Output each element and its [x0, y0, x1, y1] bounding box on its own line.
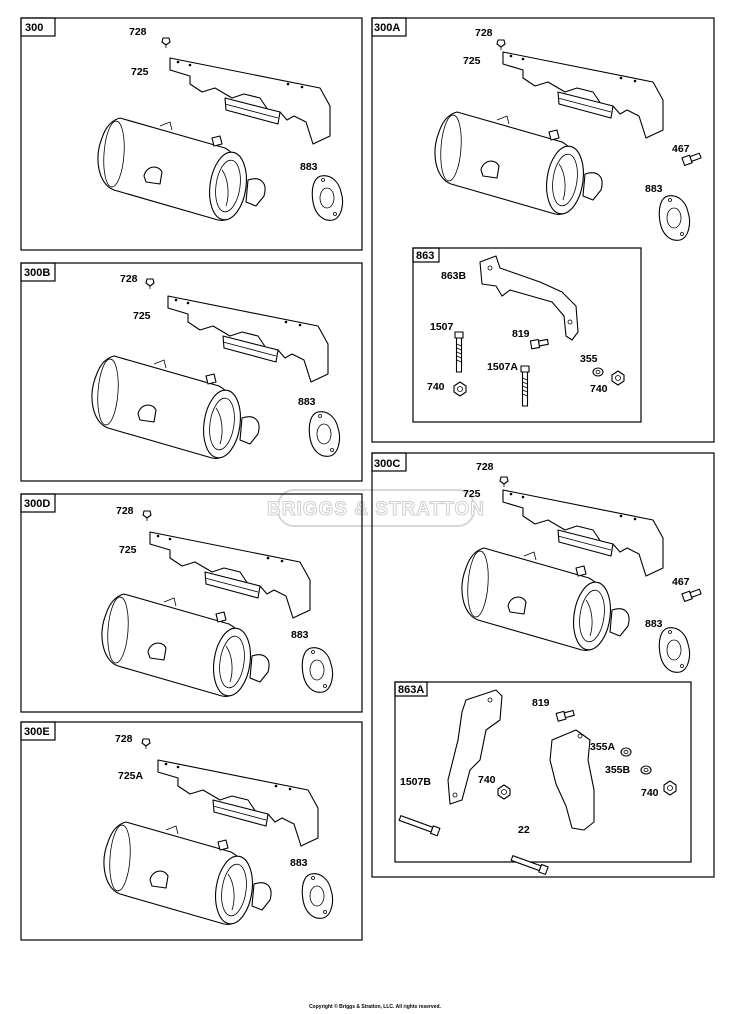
part-label: 725 [133, 310, 151, 322]
part-label: 740 [590, 383, 608, 395]
part-label: 725 [131, 66, 149, 78]
part-label: 819 [532, 697, 550, 709]
part-label: 883 [645, 183, 663, 195]
subpanel-863A: 863A 819 355A 1507B 740 355B 740 22 [394, 681, 692, 875]
part-label: 467 [672, 143, 690, 155]
panel-label: 863 [416, 250, 434, 262]
panel-300B: 300B 728 725 883 [20, 262, 363, 482]
part-label: 819 [512, 328, 530, 340]
part-label: 883 [298, 396, 316, 408]
panel-label: 300D [24, 498, 50, 510]
panel-300D: 300D 728 725 883 [20, 493, 363, 713]
panel-300C: 300C 728 725 467 883 863A 819 35 [371, 452, 715, 878]
part-label: 728 [129, 26, 147, 38]
subpanel-863: 863 863B 1507 819 1507A 355 740 740 [412, 247, 642, 423]
part-label: 355A [590, 741, 616, 753]
part-label: 728 [115, 733, 133, 745]
watermark-text: BRIGGS & STRATTON [267, 499, 485, 520]
panel-300A: 300A 728 725 467 883 863 863B 1507 819 1… [371, 17, 715, 443]
part-label: 728 [116, 505, 134, 517]
panel-label: 300A [374, 22, 400, 34]
part-label: 883 [290, 857, 308, 869]
part-label: 728 [476, 461, 494, 473]
part-label: 1507 [430, 321, 454, 333]
part-label: 740 [427, 381, 445, 393]
part-label: 728 [120, 273, 138, 285]
watermark: BRIGGS & STRATTON [267, 489, 485, 527]
panel-label: 863A [398, 684, 424, 696]
part-label: 883 [291, 629, 309, 641]
part-label: 725A [118, 770, 144, 782]
part-label: 863B [441, 270, 467, 282]
panel-label: 300C [374, 458, 400, 470]
panel-300: 300 728 725 883 [20, 17, 363, 251]
part-label: 1507B [400, 776, 431, 788]
part-label: 883 [300, 161, 318, 173]
part-label: 1507A [487, 361, 518, 373]
part-label: 725 [119, 544, 137, 556]
part-label: 355B [605, 764, 631, 776]
part-label: 725 [463, 55, 481, 67]
part-label: 467 [672, 576, 690, 588]
part-label: 728 [475, 27, 493, 39]
part-label: 740 [478, 774, 496, 786]
panel-label: 300B [24, 267, 50, 279]
part-label: 355 [580, 353, 598, 365]
part-label: 740 [641, 787, 659, 799]
panel-300E: 300E 728 725A 883 [20, 721, 363, 941]
copyright-footer: Copyright © Briggs & Stratton, LLC. All … [309, 1004, 441, 1010]
part-label: 883 [645, 618, 663, 630]
panel-label: 300 [25, 22, 43, 34]
part-label: 725 [463, 488, 481, 500]
panel-label: 300E [24, 726, 50, 738]
part-label: 22 [518, 824, 530, 836]
